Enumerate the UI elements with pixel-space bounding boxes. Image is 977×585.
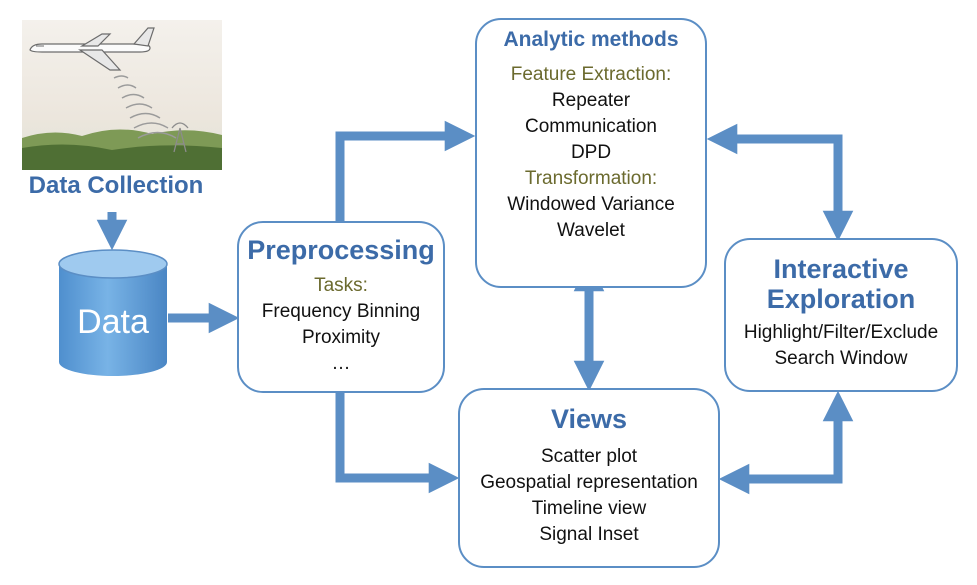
aerial-collection-illustration bbox=[22, 20, 222, 170]
preprocessing-task-item: Proximity bbox=[301, 327, 381, 349]
database-cylinder-icon bbox=[58, 249, 168, 376]
feature-item: Communication bbox=[525, 115, 657, 137]
feature-item: DPD bbox=[570, 141, 612, 163]
exploration-item: Search Window bbox=[774, 348, 908, 370]
view-item: Timeline view bbox=[531, 498, 647, 520]
transformation-item: Windowed Variance bbox=[507, 193, 675, 215]
view-item: Scatter plot bbox=[540, 446, 638, 468]
feature-item: Repeater bbox=[551, 89, 631, 111]
tasks-heading: Tasks: bbox=[314, 275, 368, 297]
interactive-exploration-box: Interactive Exploration Highlight/Filter… bbox=[724, 238, 958, 392]
feature-extraction-heading: Feature Extraction: bbox=[510, 63, 672, 85]
analytic-methods-box: Analytic methods Feature Extraction: Rep… bbox=[475, 18, 707, 288]
data-collection-title: Data Collection bbox=[28, 172, 204, 199]
arrow-preprocessing-to-views bbox=[335, 393, 460, 494]
transformation-item: Wavelet bbox=[557, 219, 625, 241]
preprocessing-title: Preprocessing bbox=[247, 235, 435, 265]
arrow-preprocessing-to-analytic bbox=[335, 120, 476, 221]
view-item: Geospatial representation bbox=[480, 472, 698, 494]
interactive-exploration-title: Interactive Exploration bbox=[767, 254, 916, 314]
airplane-icon bbox=[29, 27, 155, 71]
signal-waves bbox=[113, 75, 177, 139]
arrow-analytic-exploration-bidirectional bbox=[706, 123, 854, 242]
view-item: Signal Inset bbox=[539, 524, 639, 546]
title-line: Interactive bbox=[773, 254, 909, 284]
views-box: Views Scatter plot Geospatial representa… bbox=[458, 388, 720, 568]
preprocessing-task-item: … bbox=[331, 353, 351, 375]
title-line: Exploration bbox=[766, 284, 916, 315]
arrow-views-exploration-bidirectional bbox=[718, 390, 854, 495]
views-title: Views bbox=[550, 404, 628, 434]
exploration-item: Highlight/Filter/Exclude bbox=[743, 322, 939, 344]
radar-tower-icon bbox=[171, 122, 189, 153]
database-label: Data bbox=[77, 303, 149, 341]
preprocessing-task-item: Frequency Binning bbox=[261, 301, 421, 323]
analytic-methods-title: Analytic methods bbox=[503, 28, 679, 51]
transformation-heading: Transformation: bbox=[524, 167, 658, 189]
preprocessing-box: Preprocessing Tasks: Frequency Binning P… bbox=[237, 221, 445, 393]
